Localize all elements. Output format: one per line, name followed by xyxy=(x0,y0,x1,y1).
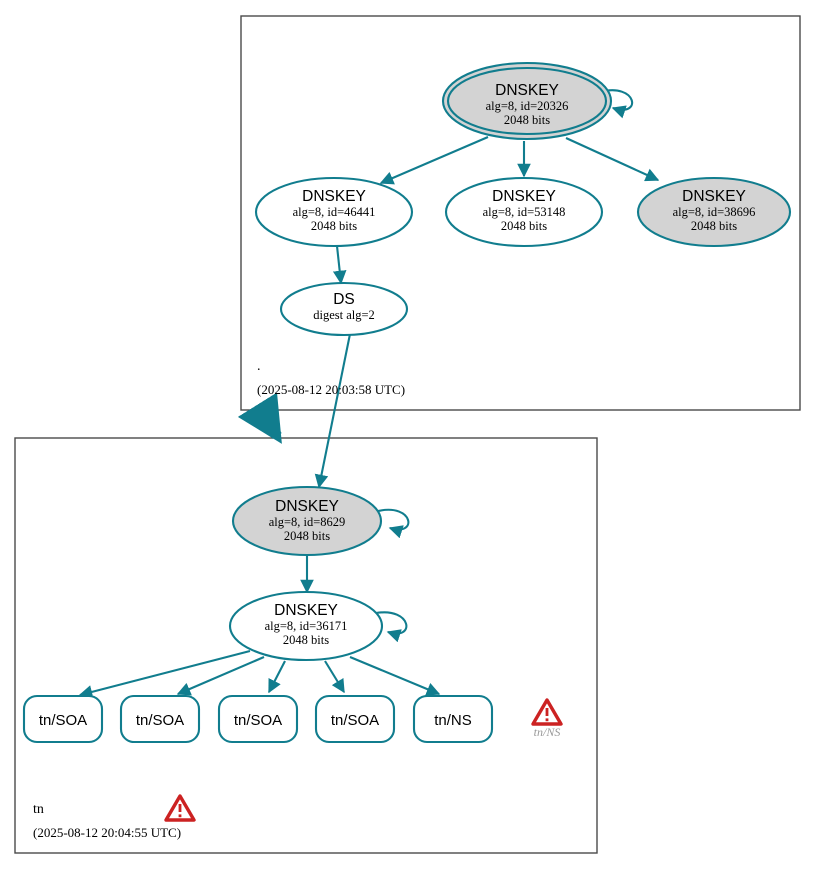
node-dnskey-20326-inner-ellipse xyxy=(446,66,608,136)
rrset-tn-soa-1-label: tn/SOA xyxy=(39,712,87,729)
zone-warning-tn[interactable] xyxy=(164,794,196,822)
rrset-tn-soa-4-box xyxy=(314,694,396,744)
edges-tn-zone xyxy=(78,508,441,699)
node-dnskey-20326-title: DNSKEY xyxy=(495,82,559,99)
rrset-tn-soa-4-label: tn/SOA xyxy=(331,712,379,729)
edge-20326-to-46441 xyxy=(379,136,489,185)
node-ds[interactable]: DS digest alg=2 xyxy=(279,281,409,337)
node-dnskey-20326-line3: 2048 bits xyxy=(504,113,550,127)
warning-triangle-icon xyxy=(531,698,563,726)
node-dnskey-8629-line2: alg=8, id=8629 xyxy=(269,515,346,529)
edge-36171-to-rr-ns-1 xyxy=(349,656,441,696)
node-dnskey-46441-line3: 2048 bits xyxy=(311,219,357,233)
node-dnskey-53148-title: DNSKEY xyxy=(492,188,556,205)
zone-timestamp-tn: (2025-08-12 20:04:55 UTC) xyxy=(33,825,181,840)
edges-root-zone xyxy=(314,89,660,489)
zone-label-tn: tn xyxy=(33,802,44,817)
rrset-tn-soa-2-box xyxy=(119,694,201,744)
rrset-tn-soa-4[interactable]: tn/SOA xyxy=(314,694,396,744)
zone-timestamp-root: (2025-08-12 20:03:58 UTC) xyxy=(257,382,405,397)
node-dnskey-38696-line3: 2048 bits xyxy=(691,219,737,233)
node-dnskey-38696-line2: alg=8, id=38696 xyxy=(673,205,756,219)
edge-20326-to-38696 xyxy=(565,137,660,182)
edge-ds-to-8629 xyxy=(314,333,352,489)
zone-label-root: . xyxy=(257,359,261,374)
node-dnskey-36171-title: DNSKEY xyxy=(274,602,338,619)
node-dnskey-38696-title: DNSKEY xyxy=(682,188,746,205)
warning-tn-ns[interactable]: tn/NS xyxy=(531,698,563,739)
node-dnskey-46441-line2: alg=8, id=46441 xyxy=(293,205,376,219)
node-dnskey-53148-ellipse xyxy=(444,176,604,248)
edge-36171-to-rr-soa-3 xyxy=(268,660,286,694)
node-dnskey-8629-line3: 2048 bits xyxy=(284,529,330,543)
node-dnskey-36171-line3: 2048 bits xyxy=(283,633,329,647)
edge-zone-delegation xyxy=(237,392,282,444)
edge-selfsign-20326 xyxy=(599,89,634,119)
zone-warning-bang-stem xyxy=(178,804,182,812)
node-dnskey-46441-title: DNSKEY xyxy=(302,188,366,205)
rrset-tn-soa-2[interactable]: tn/SOA xyxy=(119,694,201,744)
edge-36171-to-rr-soa-4 xyxy=(324,660,345,694)
edge-46441-to-ds xyxy=(332,245,347,285)
node-ds-title: DS xyxy=(333,291,355,308)
node-dnskey-53148[interactable]: DNSKEY alg=8, id=53148 2048 bits xyxy=(444,176,604,248)
zone-warning-bang-dot xyxy=(178,814,182,818)
rrset-tn-soa-1[interactable]: tn/SOA xyxy=(22,694,104,744)
node-dnskey-38696-ellipse xyxy=(636,176,792,248)
edge-selfsign-8629 xyxy=(377,508,410,539)
node-dnskey-46441-ellipse xyxy=(254,176,414,248)
rrset-tn-soa-1-box xyxy=(22,694,104,744)
rrset-tn-ns-1[interactable]: tn/NS xyxy=(412,694,494,744)
rrset-tn-soa-3[interactable]: tn/SOA xyxy=(217,694,299,744)
node-dnskey-20326-line2: alg=8, id=20326 xyxy=(486,99,569,113)
node-dnskey-38696[interactable]: DNSKEY alg=8, id=38696 2048 bits xyxy=(636,176,792,248)
node-dnskey-53148-line3: 2048 bits xyxy=(501,219,547,233)
node-dnskey-8629-title: DNSKEY xyxy=(275,498,339,515)
edge-36171-to-rr-soa-2 xyxy=(176,656,265,696)
node-dnskey-46441[interactable]: DNSKEY alg=8, id=46441 2048 bits xyxy=(254,176,414,248)
node-dnskey-36171-ellipse xyxy=(228,590,384,662)
rrset-tn-soa-3-label: tn/SOA xyxy=(234,712,282,729)
edge-36171-to-rr-soa-1 xyxy=(78,649,251,699)
rrset-tn-soa-3-box xyxy=(217,694,299,744)
node-dnskey-8629-ellipse xyxy=(231,485,383,557)
node-ds-ellipse xyxy=(279,281,409,337)
node-dnskey-53148-line2: alg=8, id=53148 xyxy=(483,205,566,219)
rrset-tn-ns-1-box xyxy=(412,694,494,744)
node-dnskey-8629[interactable]: DNSKEY alg=8, id=8629 2048 bits xyxy=(231,485,383,557)
node-dnskey-20326[interactable]: DNSKEY alg=8, id=20326 2048 bits xyxy=(441,61,613,141)
node-ds-line2: digest alg=2 xyxy=(313,308,375,322)
warning-tn-ns-label: tn/NS xyxy=(534,725,561,739)
node-dnskey-36171-line2: alg=8, id=36171 xyxy=(265,619,348,633)
edge-selfsign-36171 xyxy=(375,611,408,643)
rrset-tn-ns-1-label: tn/NS xyxy=(434,712,472,729)
rrset-tn-soa-2-label: tn/SOA xyxy=(136,712,184,729)
node-dnskey-36171[interactable]: DNSKEY alg=8, id=36171 2048 bits xyxy=(228,590,384,662)
